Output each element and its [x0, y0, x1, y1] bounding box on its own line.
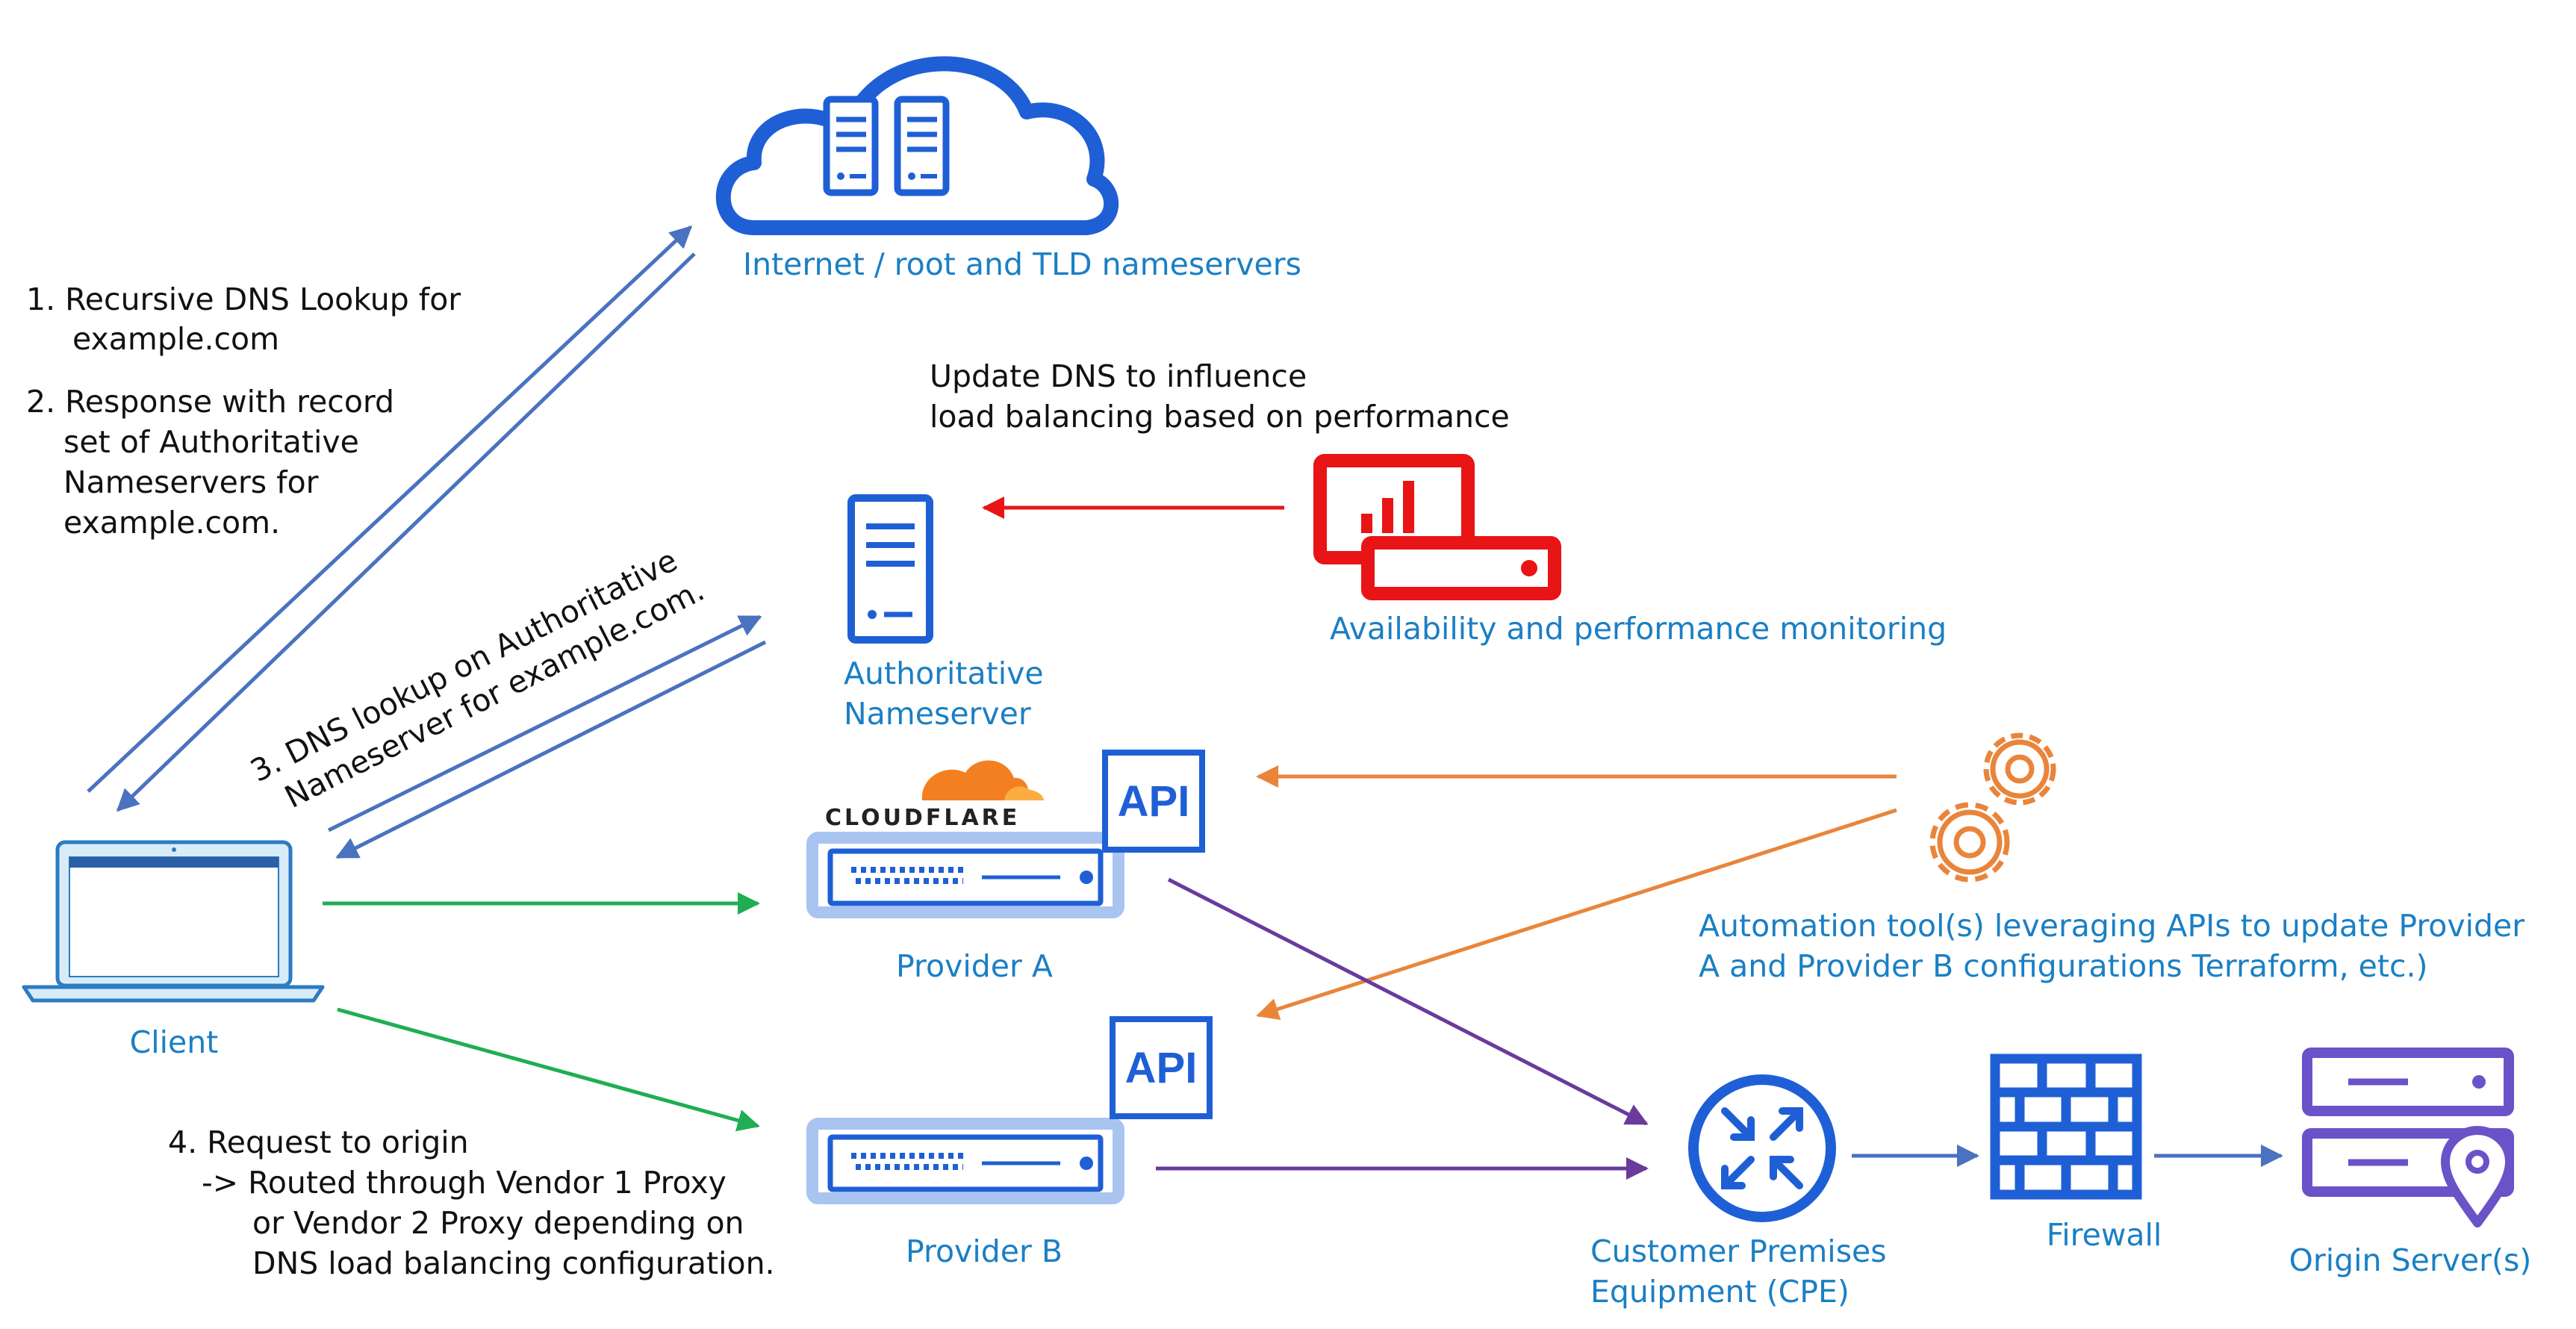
- step1-note-line2: example.com: [72, 321, 279, 357]
- nameserver-icon: [847, 494, 933, 644]
- api-badge-label: API: [1125, 1044, 1198, 1092]
- arrow-authoritative-to-client: [335, 640, 767, 859]
- origin-server-icon: [2302, 1048, 2514, 1227]
- api-badge-label: API: [1118, 777, 1190, 826]
- step2-note-line2: set of Authoritative: [63, 424, 359, 460]
- arrow-client-to-internet: [87, 225, 693, 793]
- authoritative-label-line2: Nameserver: [844, 696, 1031, 732]
- gear-icon: [1929, 802, 2010, 883]
- provider-a-appliance-icon: [806, 832, 1124, 918]
- step2-note-line4: example.com.: [63, 505, 280, 541]
- arrow-provider-a-to-cpe: [1167, 877, 1649, 1126]
- cpe-label-line2: Equipment (CPE): [1590, 1274, 1849, 1310]
- firewall-icon: [1990, 1053, 2142, 1200]
- cloudflare-logo: CLOUDFLARE: [825, 760, 1044, 831]
- monitoring-label: Availability and performance monitoring: [1330, 611, 1947, 647]
- api-badge-icon: API: [1110, 1016, 1213, 1119]
- gears-icon: [1929, 732, 2056, 883]
- step2-note-line3: Nameservers for: [63, 464, 319, 500]
- update-dns-note-line2: load balancing based on performance: [930, 399, 1510, 435]
- gear-icon: [1983, 732, 2056, 806]
- step4-note-line4: DNS load balancing configuration.: [252, 1245, 775, 1281]
- arrows: [87, 225, 2283, 1180]
- firewall-label: Firewall: [2047, 1217, 2162, 1253]
- location-pin-icon: [2441, 1126, 2514, 1227]
- authoritative-label-line1: Authoritative: [844, 656, 1044, 691]
- automation-label-line1: Automation tool(s) leveraging APIs to up…: [1699, 908, 2524, 944]
- monitoring-icon: [1313, 454, 1561, 600]
- step4-note-line2: -> Routed through Vendor 1 Proxy: [202, 1165, 727, 1201]
- step3-note-line1: 3. DNS lookup on Authoritative: [245, 542, 683, 789]
- update-dns-note-line1: Update DNS to influence: [930, 358, 1307, 394]
- laptop-icon: [22, 840, 325, 1003]
- cloudflare-wordmark: CLOUDFLARE: [825, 805, 1020, 831]
- arrow-client-to-authoritative: [327, 614, 762, 832]
- router-icon: [1688, 1074, 1836, 1222]
- provider-a-label: Provider A: [896, 948, 1053, 984]
- arrow-client-to-provider-b: [337, 1007, 760, 1132]
- arrow-internet-to-client: [116, 252, 696, 812]
- step1-note-line1: 1. Recursive DNS Lookup for: [26, 281, 461, 317]
- client-label: Client: [130, 1024, 219, 1060]
- cpe-label-line1: Customer Premises: [1590, 1233, 1887, 1269]
- api-badge-icon: API: [1102, 750, 1205, 853]
- automation-label-line2: A and Provider B configurations Terrafor…: [1699, 948, 2428, 984]
- step4-note-line1: 4. Request to origin: [168, 1124, 469, 1160]
- cloud-icon: [715, 56, 1119, 235]
- internet-label: Internet / root and TLD nameservers: [743, 246, 1301, 282]
- server-icon: [894, 96, 950, 196]
- origin-label: Origin Server(s): [2289, 1242, 2532, 1278]
- provider-b-label: Provider B: [906, 1233, 1063, 1269]
- server-icon: [823, 96, 879, 196]
- provider-b-appliance-icon: [806, 1118, 1124, 1204]
- step4-note-line3: or Vendor 2 Proxy depending on: [252, 1205, 744, 1241]
- step2-note-line1: 2. Response with record: [26, 384, 394, 420]
